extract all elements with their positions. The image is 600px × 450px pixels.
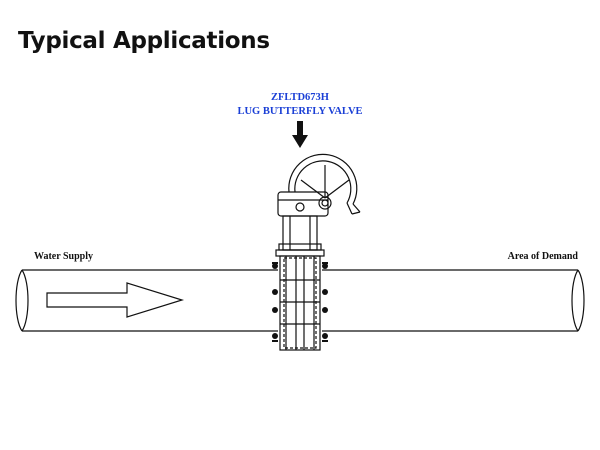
arrow-down-icon [292, 121, 308, 148]
handwheel-icon [288, 153, 361, 215]
valve-type-label: LUG BUTTERFLY VALVE [237, 106, 363, 117]
valve-model-label: ZFLTD673H [271, 92, 329, 103]
area-of-demand-label: Area of Demand [507, 251, 578, 262]
inlet-pipe [15, 269, 278, 332]
lug-bolts [272, 262, 328, 342]
valve-neck [278, 215, 322, 251]
gearbox [277, 191, 332, 217]
water-supply-label: Water Supply [34, 251, 93, 262]
flow-arrow-icon [46, 282, 185, 318]
page-title: Typical Applications [18, 28, 270, 54]
outlet-pipe [322, 269, 585, 332]
valve-body [275, 249, 325, 351]
